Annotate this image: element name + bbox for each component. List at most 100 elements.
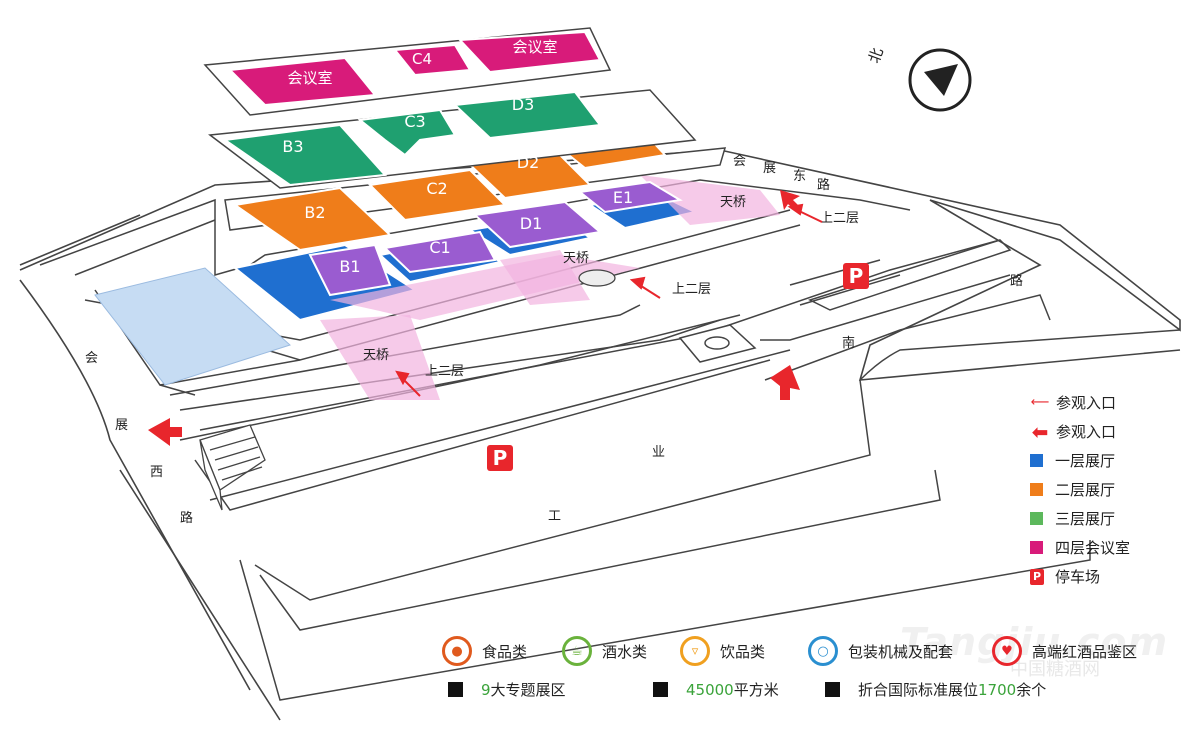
food-icon: ● — [442, 636, 472, 666]
entry-arrow-big-west-icon — [148, 418, 182, 446]
label-c1: C1 — [429, 238, 450, 257]
roundabout — [578, 269, 616, 287]
legend-floor4-label: 四层会议室 — [1055, 539, 1131, 557]
category-food-label: 食品类 — [482, 642, 528, 661]
parking-icons: P P — [487, 263, 869, 471]
legend-entry-large: ⬅ 参观入口 — [1030, 417, 1130, 446]
legend-parking-label: 停车场 — [1055, 568, 1101, 586]
wine-cup-icon: ☕ — [562, 636, 592, 666]
hall-c4 — [393, 43, 472, 77]
stat-booths-number: 1700 — [978, 680, 1017, 699]
label-d2: D2 — [517, 153, 540, 172]
stair-building — [199, 424, 266, 511]
bridge-labels: 天桥 天桥 天桥 — [363, 195, 746, 363]
stat-booths: 折合国际标准展位 1700 余个 — [825, 679, 1046, 700]
cocktail-icon: ▿ — [680, 636, 710, 666]
hall-d1 — [472, 200, 603, 249]
floor3 — [208, 89, 697, 189]
road-west-3: 西 — [150, 465, 163, 480]
road-west-4: 路 — [180, 510, 193, 526]
legend-parking: P 停车场 — [1030, 562, 1130, 591]
legend-floor3: 三层展厅 — [1030, 504, 1130, 533]
label-conf-left: 会议室 — [287, 69, 332, 87]
label-b3: B3 — [282, 137, 303, 156]
label-bridge-mid: 天桥 — [563, 251, 589, 266]
packaging-icon: ○ — [808, 636, 838, 666]
entry-arrow-big-south-icon — [770, 365, 800, 400]
label-d3: D3 — [512, 95, 535, 114]
entry-arrow-mid-icon — [629, 276, 661, 299]
bridge-mid2 — [500, 250, 590, 305]
compass-arrow-icon — [924, 64, 958, 96]
label-up-west: 上二层 — [425, 364, 464, 379]
label-d1: D1 — [520, 214, 543, 233]
category-wine-label: 酒水类 — [602, 642, 648, 661]
legend: ⟵ 参观入口 ⬅ 参观入口 一层展厅 二层展厅 三层展厅 四层会议室 P 停车场 — [1030, 388, 1130, 591]
watermark-sub: 中国糖酒网 — [1010, 659, 1100, 680]
label-c3: C3 — [404, 112, 425, 131]
small-arrow-icon: ⟵ — [1030, 395, 1050, 410]
legend-entry-large-label: 参观入口 — [1056, 423, 1117, 441]
category-drinks-label: 饮品类 — [720, 642, 766, 661]
category-wine-tasting-label: 高端红酒品鉴区 — [1032, 642, 1138, 661]
entry-arrow-west-icon — [395, 370, 421, 397]
stat-area: 45000 平方米 — [653, 679, 779, 700]
road-south-2: 路 — [1010, 273, 1023, 289]
floor4 — [203, 27, 612, 116]
watermark: Tangjiu.com — [900, 620, 1169, 664]
label-b2: B2 — [304, 203, 325, 222]
stat-booths-prefix: 折合国际标准展位 — [858, 681, 979, 699]
legend-floor3-label: 三层展厅 — [1055, 510, 1116, 528]
legend-floor1-label: 一层展厅 — [1055, 452, 1116, 470]
plaza-area — [94, 267, 291, 386]
floor2-swatch — [1030, 483, 1043, 496]
entry-arrows-large — [148, 190, 800, 446]
label-e1: E1 — [613, 188, 633, 207]
label-up-east: 上二层 — [820, 211, 859, 226]
hall-c3 — [357, 108, 457, 157]
parking-icon-east — [843, 263, 869, 289]
legend-floor2: 二层展厅 — [1030, 475, 1130, 504]
stat-booths-suffix: 余个 — [1016, 681, 1047, 699]
bridges — [320, 175, 780, 400]
stat-area-bullet — [653, 682, 668, 697]
category-food: ● 食品类 — [442, 636, 527, 666]
road-east-1: 会 — [733, 154, 746, 169]
stat-zones: 9 大专题展区 — [448, 679, 566, 700]
floor2 — [224, 126, 727, 252]
legend-floor4: 四层会议室 — [1030, 533, 1130, 562]
road-labels: 会 展 东 路 会 展 西 路 南 路 业 工 — [85, 154, 1023, 526]
north-label: 北 — [865, 45, 887, 65]
hall-e1 — [577, 180, 683, 214]
parking-icon-south — [487, 445, 513, 471]
north-compass: 北 — [865, 45, 972, 112]
label-c2: C2 — [426, 179, 447, 198]
label-bridge-east: 天桥 — [720, 195, 746, 210]
label-up-mid: 上二层 — [672, 282, 711, 297]
label-conf-right: 会议室 — [512, 38, 557, 56]
stat-area-number: 45000 — [686, 680, 734, 699]
legend-entry-small: ⟵ 参观入口 — [1030, 388, 1130, 417]
road-east-4: 路 — [817, 177, 830, 193]
hall-labels: 会议室 C4 会议室 B3 C3 D3 B2 C2 D2 E2 B1 C1 D1… — [282, 38, 633, 276]
floor4-swatch — [1030, 541, 1043, 554]
floor3-swatch — [1030, 512, 1043, 525]
label-bridge-west: 天桥 — [363, 348, 389, 363]
large-arrow-icon: ⬅ — [1031, 419, 1049, 444]
upstairs-labels: 上二层 上二层 上二层 — [425, 211, 859, 379]
label-b1: B1 — [339, 257, 360, 276]
road-west-2: 展 — [115, 418, 128, 433]
category-packaging: ○ 包装机械及配套 — [808, 636, 953, 666]
entry-arrow-big-east-icon — [780, 190, 800, 211]
bridge-west — [320, 315, 440, 400]
label-c4: C4 — [412, 50, 432, 68]
parking-text-south: P — [493, 446, 508, 470]
stat-zones-text: 大专题展区 — [490, 681, 566, 699]
outer-road-left2 — [119, 469, 281, 721]
stat-zones-bullet — [448, 682, 463, 697]
road-south-1: 南 — [842, 335, 855, 351]
legend-entry-small-label: 参观入口 — [1056, 394, 1117, 412]
stat-area-text: 平方米 — [733, 681, 779, 699]
category-wine: ☕ 酒水类 — [562, 636, 647, 666]
